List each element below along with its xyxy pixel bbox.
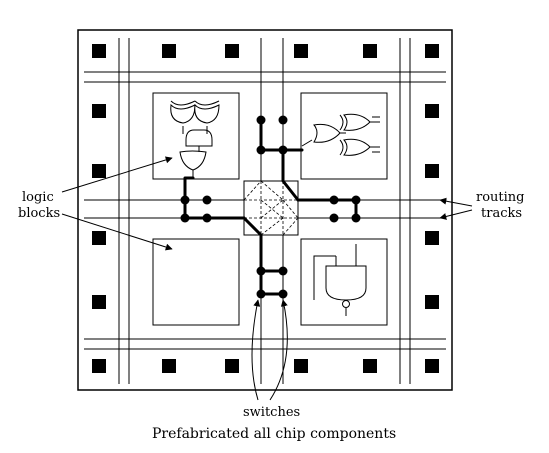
io-pad	[425, 231, 439, 245]
xor-gate-icon	[170, 100, 220, 178]
switches-label: switches	[243, 405, 300, 420]
switch	[202, 195, 212, 205]
diagram-caption: Prefabricated all chip components	[152, 426, 396, 442]
io-pads	[92, 44, 439, 373]
switch	[256, 115, 266, 125]
logic-blocks-label-line1: logic	[22, 190, 54, 205]
switch	[351, 195, 361, 205]
switch	[256, 289, 266, 299]
switch	[256, 145, 266, 155]
switch	[329, 213, 339, 223]
io-pad	[92, 44, 106, 58]
routing-tracks-label-line2: tracks	[481, 206, 522, 221]
switch	[180, 213, 190, 223]
io-pad	[92, 295, 106, 309]
switch	[256, 266, 266, 276]
switches	[180, 115, 361, 299]
io-pad	[92, 359, 106, 373]
routing-tracks-label-line1: routing	[476, 190, 525, 205]
vertical-routing-tracks	[118, 38, 411, 384]
io-pad	[92, 104, 106, 118]
io-pad	[92, 231, 106, 245]
io-pad	[294, 359, 308, 373]
io-pad	[363, 44, 377, 58]
logic-blocks-label-line2: blocks	[18, 206, 60, 221]
switch	[329, 195, 339, 205]
io-pad	[425, 104, 439, 118]
switch	[278, 289, 288, 299]
io-pad	[294, 44, 308, 58]
switch	[278, 266, 288, 276]
switch	[278, 115, 288, 125]
switch	[278, 145, 288, 155]
io-pad	[363, 359, 377, 373]
annotation-arrows	[61, 156, 473, 401]
io-pad	[92, 164, 106, 178]
switch	[202, 213, 212, 223]
nand-gate-icon	[313, 244, 367, 316]
logic-block-bottom-left	[152, 238, 240, 326]
io-pad	[225, 44, 239, 58]
io-pad	[425, 359, 439, 373]
switch	[351, 213, 361, 223]
io-pad	[425, 164, 439, 178]
io-pad	[225, 359, 239, 373]
logic-block-top-right	[300, 92, 388, 180]
switch	[180, 195, 190, 205]
or-gate-icon	[301, 113, 380, 156]
io-pad	[162, 44, 176, 58]
io-pad	[425, 44, 439, 58]
chip-outline	[77, 29, 453, 391]
io-pad	[162, 359, 176, 373]
io-pad	[425, 295, 439, 309]
